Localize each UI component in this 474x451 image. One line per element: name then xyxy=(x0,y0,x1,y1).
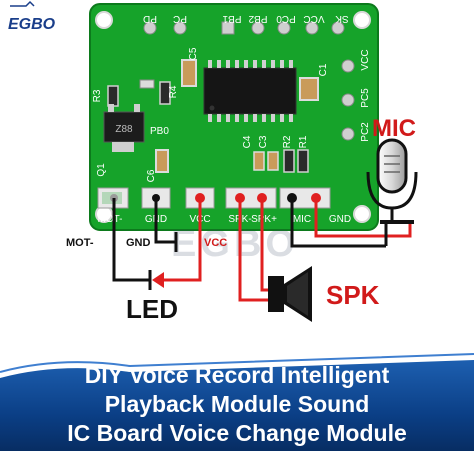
vcc-label: VCC xyxy=(204,237,227,249)
right-label: C1 xyxy=(318,63,329,76)
ic-pin xyxy=(271,114,275,122)
mic-wire-ground xyxy=(290,198,386,248)
ic-pin xyxy=(289,60,293,68)
component-label: R3 xyxy=(92,89,103,102)
chip-marking: Z88 xyxy=(115,124,133,135)
ic-pins-bottom xyxy=(208,114,293,122)
led-label: LED xyxy=(126,294,178,324)
mic-wire-signal xyxy=(314,198,412,238)
ic-pin xyxy=(271,60,275,68)
top-label: PC xyxy=(173,13,187,24)
gnd-label: GND xyxy=(126,237,151,249)
mounting-hole xyxy=(353,11,371,29)
component-label: C4 xyxy=(242,135,253,148)
ic-pin xyxy=(262,60,266,68)
pcb-board: PD PC PB1 PB2 PC0 VCC SK VCC PC5 PC2 C1 xyxy=(89,3,379,231)
brand-watermark: EGBO xyxy=(171,223,299,265)
right-labels: VCC PC5 PC2 C1 xyxy=(318,49,371,141)
ic-pins-top xyxy=(208,60,293,68)
top-label: PD xyxy=(143,13,157,24)
pin-label: GND xyxy=(329,214,351,225)
led-arrow-icon xyxy=(152,272,164,288)
ic-pin xyxy=(280,114,284,122)
right-label: VCC xyxy=(360,49,371,70)
mot-label: MOT- xyxy=(66,237,94,249)
ic-pin xyxy=(217,114,221,122)
transistor-chip: Z88 xyxy=(103,104,145,152)
right-label: PC2 xyxy=(360,122,371,142)
top-label: SK xyxy=(335,13,349,24)
top-label: PB2 xyxy=(248,13,267,24)
ic-pin xyxy=(208,60,212,68)
ic-pin xyxy=(253,114,257,122)
mounting-hole xyxy=(95,11,113,29)
ic-pin xyxy=(217,60,221,68)
pin-label: MIC xyxy=(293,214,311,225)
spk-wire-negative xyxy=(238,198,268,302)
ic-pin xyxy=(226,114,230,122)
ic-pin xyxy=(226,60,230,68)
component-label: R1 xyxy=(298,135,309,148)
ic-pin xyxy=(208,114,212,122)
ic-pin xyxy=(253,60,257,68)
ic-pin xyxy=(235,114,239,122)
top-label: PB1 xyxy=(222,13,241,24)
gnd-wire xyxy=(154,198,176,244)
pin-label: MOT- xyxy=(98,214,123,225)
wiring-diagram xyxy=(112,198,412,302)
smd-components xyxy=(107,59,319,173)
title-banner: DIY Voice Record Intelligent Playback Mo… xyxy=(0,353,474,451)
ic-pin xyxy=(244,114,248,122)
spk-label: SPK xyxy=(326,280,380,310)
microphone-icon xyxy=(366,138,418,224)
spk-wire-positive xyxy=(260,198,268,292)
top-labels: PD PC PB1 PB2 PC0 VCC SK xyxy=(143,13,349,24)
top-label: PC0 xyxy=(276,13,296,24)
component-label: PB0 xyxy=(150,126,169,137)
main-ic xyxy=(203,67,297,115)
title-line-3: IC Board Voice Change Module xyxy=(67,420,407,446)
ic-pin xyxy=(289,114,293,122)
ic-pin xyxy=(262,114,266,122)
brand-logo-text: EGBO xyxy=(8,16,56,33)
title-line-1: DIY Voice Record Intelligent xyxy=(85,362,390,388)
component-label: C3 xyxy=(258,135,269,148)
component-label: Q1 xyxy=(96,163,107,177)
speaker-icon xyxy=(268,266,312,322)
mounting-hole xyxy=(353,205,371,223)
right-pads xyxy=(341,59,355,141)
ic-pin xyxy=(244,60,248,68)
ic-pin xyxy=(280,60,284,68)
component-label: R2 xyxy=(282,135,293,148)
component-label: R4 xyxy=(168,85,179,98)
component-labels: R3 R4 C5 PB0 Q1 C6 C4 C3 R2 R1 xyxy=(92,47,309,182)
right-label: PC5 xyxy=(360,88,371,108)
component-label: C5 xyxy=(188,47,199,60)
top-pads xyxy=(143,21,345,35)
pin-label: SPK+ xyxy=(251,214,277,225)
brand-logo: EGBO xyxy=(8,0,56,33)
title-line-2: Playback Module Sound xyxy=(105,391,370,417)
vcc-wire xyxy=(164,198,202,282)
mic-label: MIC xyxy=(372,115,416,142)
ic-pin xyxy=(235,60,239,68)
top-label: VCC xyxy=(303,13,324,24)
component-label: C6 xyxy=(146,169,157,182)
mot-wire xyxy=(112,198,150,282)
